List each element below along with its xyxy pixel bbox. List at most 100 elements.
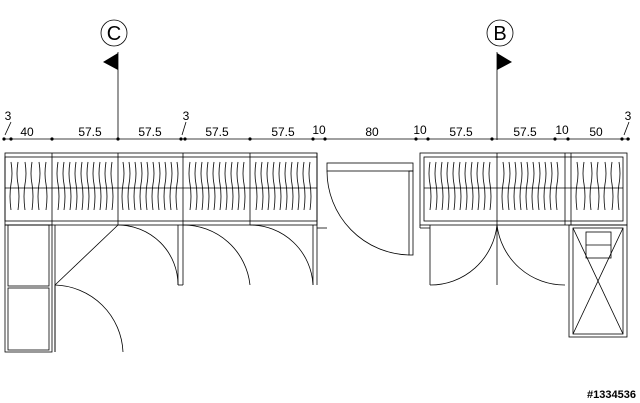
garment-hanger <box>531 161 535 211</box>
garment-hanger <box>452 161 456 211</box>
garment-hanger <box>62 161 66 211</box>
dimension-label: 10 <box>555 123 569 137</box>
garment-hanger <box>596 161 600 211</box>
garment-hanger <box>121 161 125 211</box>
dimension-label: 3 <box>5 109 12 123</box>
garment-hanger <box>617 161 621 211</box>
dimension-label: 80 <box>365 125 379 139</box>
garment-hanger <box>139 161 143 211</box>
garment-hanger <box>555 161 559 211</box>
garment-hanger <box>525 161 529 211</box>
garment-hanger <box>278 161 282 211</box>
leader-lines <box>4 121 630 136</box>
garment-hanger <box>434 161 438 211</box>
tall-unit <box>568 224 628 338</box>
dimension-label: 57.5 <box>78 125 102 139</box>
door-swings-right <box>429 224 566 286</box>
section-marker-b <box>486 19 514 140</box>
dimension-tick <box>183 137 187 141</box>
garment-hanger <box>549 161 553 211</box>
garment-hanger <box>589 161 593 211</box>
garment-hanger <box>507 161 511 211</box>
door-swings-left <box>54 224 314 353</box>
garment-hanger <box>290 161 294 211</box>
section-label-c: C <box>107 23 121 45</box>
dimension-tick <box>626 137 630 141</box>
garment-hanger <box>260 161 264 211</box>
dimension-tick <box>426 137 430 141</box>
garment-hanger <box>537 161 541 211</box>
garment-hanger <box>127 161 131 211</box>
garment-hanger <box>145 161 149 211</box>
garment-hanger <box>519 161 523 211</box>
garment-hanger <box>242 161 246 211</box>
dimension-label: 10 <box>312 123 326 137</box>
dimension-tick <box>414 137 418 141</box>
garment-hanger <box>56 161 60 211</box>
garment-hanger <box>16 161 20 211</box>
garment-hanger <box>458 161 462 211</box>
dimension-label: 3 <box>625 109 632 123</box>
garment-hanger <box>212 161 216 211</box>
garment-hanger <box>254 161 258 211</box>
garment-hanger <box>582 161 586 211</box>
garment-hanger <box>488 161 492 211</box>
garment-hanger <box>308 161 312 211</box>
entry-door <box>326 162 414 256</box>
garment-hanger <box>513 161 517 211</box>
dimension-tick <box>311 137 315 141</box>
garment-hanger <box>188 161 192 211</box>
garment-hanger <box>133 161 137 211</box>
garment-hanger <box>476 161 480 211</box>
garment-hanger <box>163 161 167 211</box>
garment-hanger <box>446 161 450 211</box>
dimension-label: 57.5 <box>205 125 229 139</box>
dimension-label: 57.5 <box>271 125 295 139</box>
garment-hanger <box>74 161 78 211</box>
dimension-tick <box>50 137 54 141</box>
garment-hanger <box>151 161 155 211</box>
dimension-tick <box>566 137 570 141</box>
garment-hanger <box>86 161 90 211</box>
garment-hanger <box>302 161 306 211</box>
dimension-tick <box>323 137 327 141</box>
dimension-tick <box>2 137 6 141</box>
garment-hanger <box>482 161 486 211</box>
cabinet-partitions <box>177 225 318 286</box>
garment-hanger <box>175 161 179 211</box>
garment-hanger <box>200 161 204 211</box>
garment-hanger <box>206 161 210 211</box>
dimension-tick <box>553 137 557 141</box>
garment-hanger <box>610 161 614 211</box>
garment-hanger <box>44 161 48 211</box>
dimension-label: 57.5 <box>449 125 473 139</box>
garment-hanger <box>575 161 579 211</box>
dimension-tick <box>248 137 252 141</box>
garment-hanger <box>266 161 270 211</box>
dimension-label: 40 <box>20 125 34 139</box>
garment-hanger <box>9 161 13 211</box>
dimension-label: 57.5 <box>513 125 537 139</box>
hanging-rod-garments <box>9 161 621 211</box>
garment-hanger <box>23 161 27 211</box>
garment-hanger <box>110 161 114 211</box>
garment-hanger <box>428 161 432 211</box>
dimension-tick <box>179 137 183 141</box>
garment-hanger <box>230 161 234 211</box>
section-label-b: B <box>493 23 506 45</box>
garment-hanger <box>603 161 607 211</box>
garment-hanger <box>543 161 547 211</box>
garment-hanger <box>470 161 474 211</box>
garment-hanger <box>296 161 300 211</box>
dimension-label: 57.5 <box>138 125 162 139</box>
right-cabinet-block <box>419 152 628 285</box>
garment-hanger <box>169 161 173 211</box>
dimension-ticks <box>2 137 630 141</box>
garment-hanger <box>37 161 41 211</box>
dimension-tick <box>620 137 624 141</box>
dimension-label: 10 <box>413 123 427 137</box>
garment-hanger <box>30 161 34 211</box>
